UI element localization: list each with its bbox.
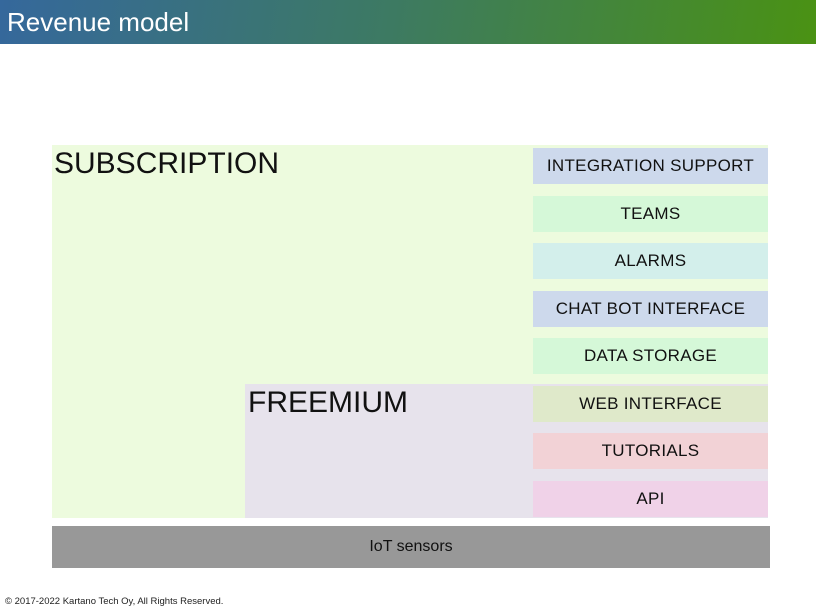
feature-box-chat-bot-interface: CHAT BOT INTERFACE bbox=[533, 290, 768, 327]
feature-box-data-storage: DATA STORAGE bbox=[533, 338, 768, 374]
iot-sensors-bar: IoT sensors bbox=[52, 526, 770, 568]
page-title: Revenue model bbox=[7, 7, 190, 37]
subscription-label: SUBSCRIPTION bbox=[54, 147, 280, 180]
freemium-label: FREEMIUM bbox=[248, 386, 408, 419]
feature-box-api: API bbox=[533, 480, 768, 517]
feature-box-alarms: ALARMS bbox=[533, 243, 768, 279]
feature-label: TUTORIALS bbox=[601, 441, 700, 460]
feature-label: CHAT BOT INTERFACE bbox=[555, 298, 746, 318]
feature-label: DATA STORAGE bbox=[583, 346, 718, 365]
features-column: INTEGRATION SUPPORT TEAMS ALARMS CHAT BO… bbox=[533, 148, 768, 517]
feature-label: ALARMS bbox=[614, 251, 687, 270]
feature-label: INTEGRATION SUPPORT bbox=[546, 156, 755, 175]
slide-header: Revenue model bbox=[0, 0, 816, 44]
feature-box-tutorials: TUTORIALS bbox=[533, 433, 768, 469]
feature-box-integration-support: INTEGRATION SUPPORT bbox=[533, 148, 768, 184]
iot-sensors-label: IoT sensors bbox=[369, 538, 453, 555]
feature-label: API bbox=[636, 488, 665, 508]
feature-box-teams: TEAMS bbox=[533, 195, 768, 232]
copyright-text: © 2017-2022 Kartano Tech Oy, All Rights … bbox=[5, 596, 224, 607]
feature-box-web-interface: WEB INTERFACE bbox=[533, 385, 768, 422]
feature-label: WEB INTERFACE bbox=[579, 393, 722, 413]
feature-label: TEAMS bbox=[620, 203, 681, 223]
